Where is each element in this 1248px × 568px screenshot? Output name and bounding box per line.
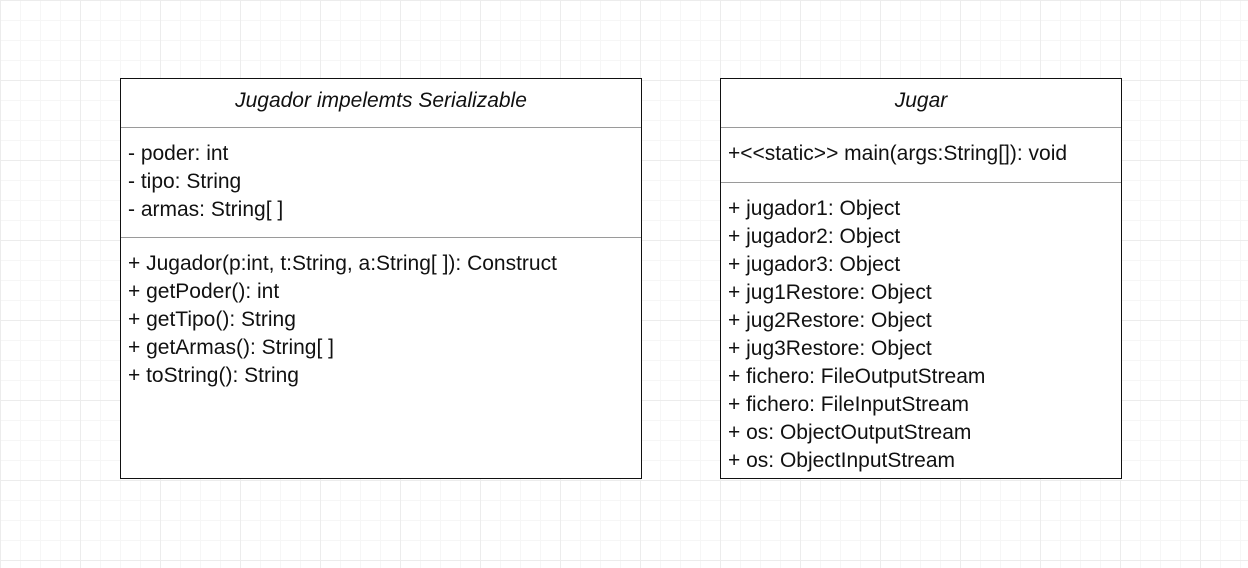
- method-row: + getArmas(): String[ ]: [128, 336, 334, 359]
- method-row: + getPoder(): int: [128, 280, 280, 303]
- field-row: + fichero: FileInputStream: [728, 393, 970, 416]
- fields-section: + jugador1: Object + jugador2: Object + …: [721, 183, 1121, 475]
- uml-class-jugador[interactable]: Jugador impelemts Serializable - poder: …: [120, 78, 642, 479]
- field-row: + fichero: FileOutputStream: [728, 365, 986, 388]
- attribute-row: - tipo: String: [128, 170, 242, 193]
- methods-section: + Jugador(p:int, t:String, a:String[ ]):…: [121, 238, 641, 390]
- attributes-section: - poder: int - tipo: String - armas: Str…: [121, 128, 641, 238]
- field-row: + jugador1: Object: [728, 197, 901, 220]
- field-row: + jug1Restore: Object: [728, 281, 932, 304]
- class-title: Jugar: [721, 79, 1121, 128]
- attribute-row: - armas: String[ ]: [128, 198, 284, 221]
- field-row: + jug2Restore: Object: [728, 309, 932, 332]
- field-row: + jugador2: Object: [728, 225, 901, 248]
- operations-section: +<<static>> main(args:String[]): void: [721, 128, 1121, 183]
- operation-row: +<<static>> main(args:String[]): void: [728, 142, 1068, 165]
- field-row: + jugador3: Object: [728, 253, 901, 276]
- field-row: + jug3Restore: Object: [728, 337, 932, 360]
- method-row: + getTipo(): String: [128, 308, 296, 331]
- field-row: + os: ObjectInputStream: [728, 449, 956, 472]
- attribute-row: - poder: int: [128, 142, 229, 165]
- method-row: + toString(): String: [128, 364, 299, 387]
- uml-class-jugar[interactable]: Jugar +<<static>> main(args:String[]): v…: [720, 78, 1122, 479]
- field-row: + os: ObjectOutputStream: [728, 421, 972, 444]
- method-row: + Jugador(p:int, t:String, a:String[ ]):…: [128, 252, 557, 275]
- class-title: Jugador impelemts Serializable: [121, 79, 641, 128]
